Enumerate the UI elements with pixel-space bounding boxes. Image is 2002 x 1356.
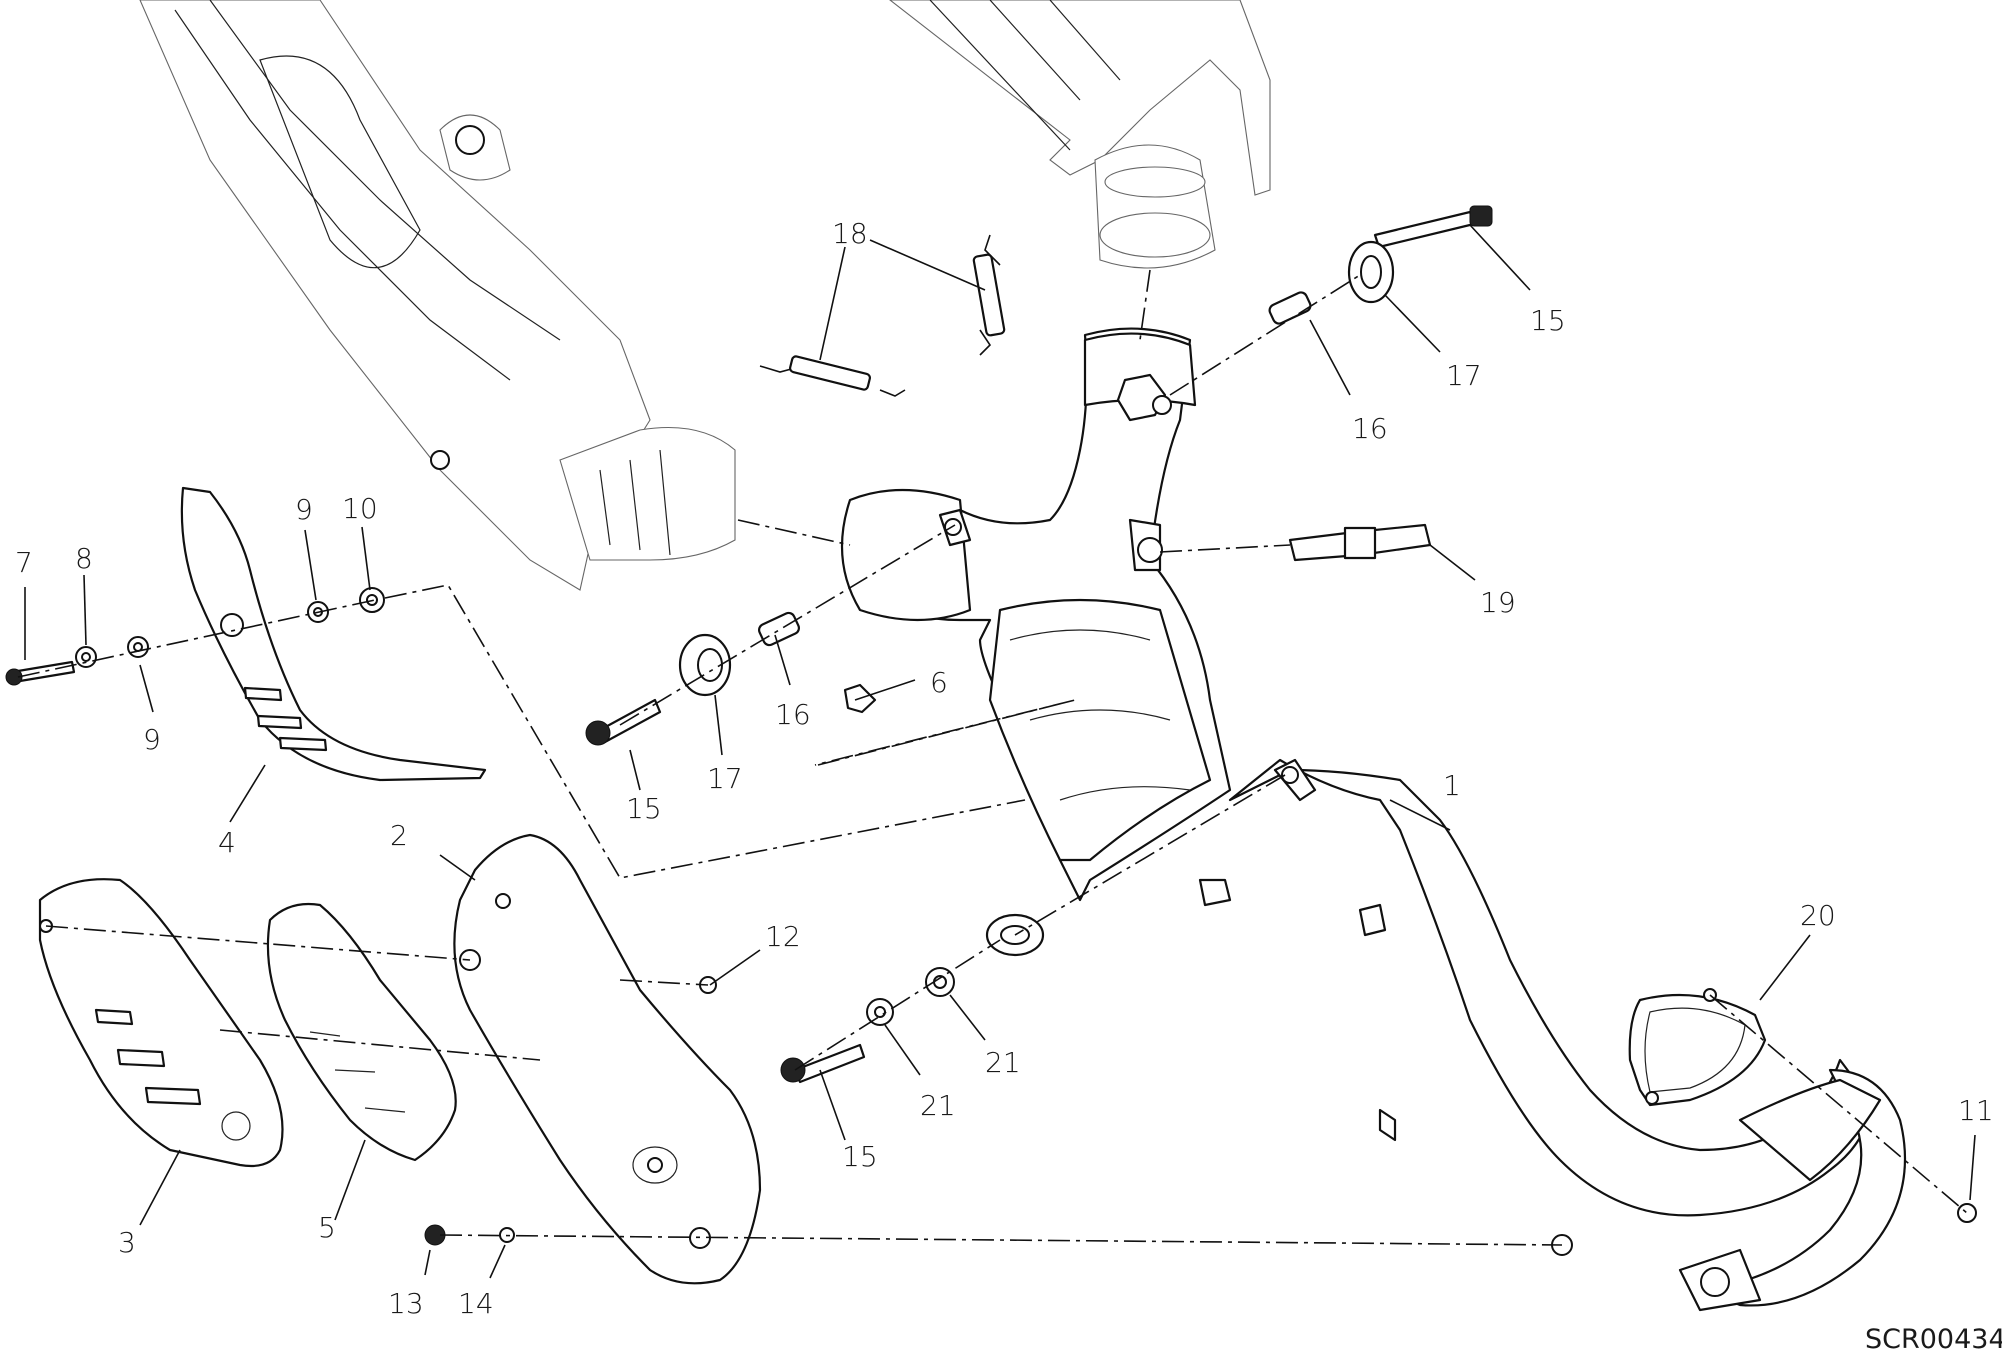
callout-21a: 21 <box>920 1089 956 1122</box>
drawing-code: SCR00434 <box>1865 1324 2002 1355</box>
callout-16b: 16 <box>775 698 811 731</box>
callout-15b: 15 <box>626 792 662 825</box>
springs <box>759 234 1006 397</box>
callout-2: 2 <box>390 819 408 852</box>
heat-shield-inner <box>266 902 457 1162</box>
callout-9a: 9 <box>295 493 313 526</box>
callout-15c: 15 <box>842 1140 878 1173</box>
callout-7: 7 <box>15 546 33 579</box>
callout-18: 18 <box>832 217 868 250</box>
callout-11: 11 <box>1958 1094 1994 1127</box>
callout-17a: 17 <box>1446 359 1482 392</box>
heat-shield-main <box>453 833 762 1285</box>
callout-8: 8 <box>75 542 93 575</box>
header-pipe <box>1228 758 1907 1312</box>
callout-1: 1 <box>1443 769 1461 802</box>
callout-20: 20 <box>1800 899 1836 932</box>
leader-lines <box>24 224 1976 1279</box>
callout-labels: 1 2 3 4 5 6 7 8 9 9 10 11 12 13 14 15 15… <box>15 217 2002 1355</box>
assembly-lines <box>17 269 1968 1246</box>
callout-4: 4 <box>218 826 236 859</box>
right-silencer-stub <box>889 0 1271 269</box>
callout-12: 12 <box>765 920 801 953</box>
callout-9b: 9 <box>143 723 161 756</box>
callout-3: 3 <box>118 1226 136 1259</box>
callout-14: 14 <box>458 1287 494 1320</box>
gasket <box>1628 988 1767 1107</box>
callout-15a: 15 <box>1530 304 1566 337</box>
callout-21b: 21 <box>985 1046 1021 1079</box>
heat-shield-small <box>180 486 487 782</box>
callout-16a: 16 <box>1352 412 1388 445</box>
left-silencer <box>139 0 736 591</box>
heat-shield-outer <box>38 878 284 1168</box>
catalyst-collector <box>840 327 1232 907</box>
callout-19: 19 <box>1480 586 1516 619</box>
callout-17b: 17 <box>707 762 743 795</box>
callout-6: 6 <box>930 666 948 699</box>
callout-10: 10 <box>342 492 378 525</box>
callout-5: 5 <box>318 1211 336 1244</box>
callout-13: 13 <box>388 1287 424 1320</box>
